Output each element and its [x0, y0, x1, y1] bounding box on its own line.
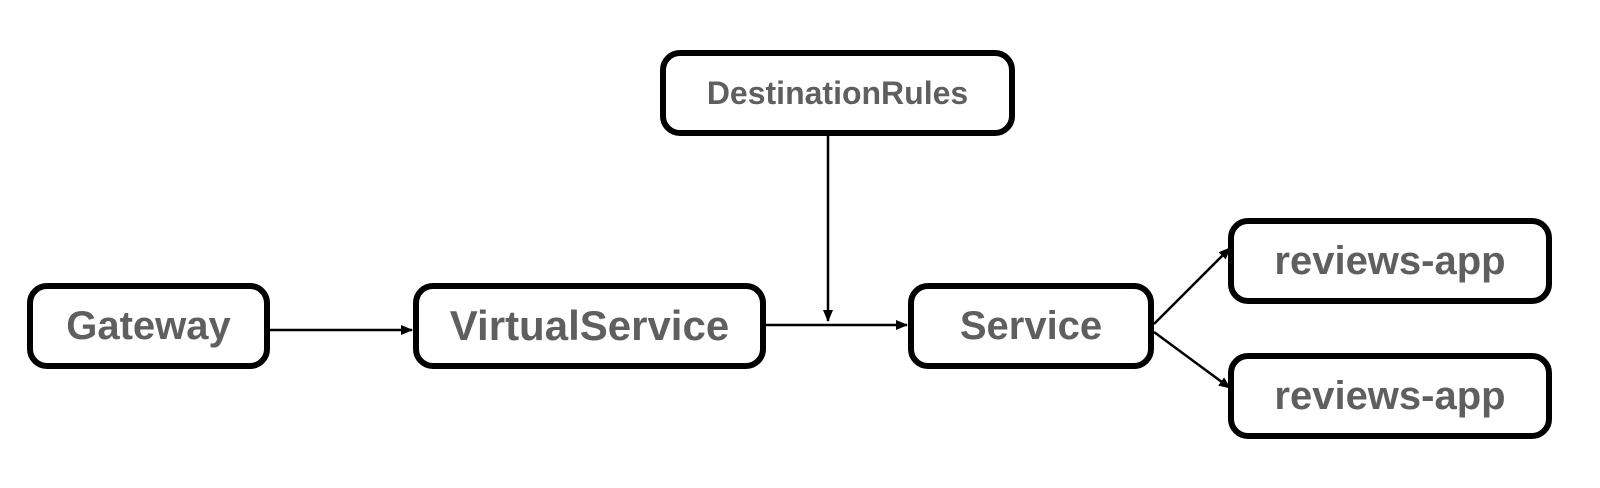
edge-service-to-reviews-app-2 — [1153, 330, 1231, 390]
service-node: Service — [908, 283, 1154, 369]
destinationrules-label: DestinationRules — [706, 74, 969, 111]
reviews-app-label-2: reviews-app — [1274, 373, 1506, 418]
virtualservice-node: VirtualService — [413, 283, 766, 369]
gateway-label: Gateway — [66, 303, 231, 348]
service-label: Service — [959, 303, 1103, 348]
reviews-app-node-2: reviews-app — [1228, 353, 1552, 439]
gateway-node: Gateway — [27, 283, 270, 369]
reviews-app-node-1: reviews-app — [1228, 218, 1552, 304]
reviews-app-label-1: reviews-app — [1274, 238, 1506, 283]
virtualservice-label: VirtualService — [449, 302, 730, 349]
destinationrules-node: DestinationRules — [660, 50, 1015, 136]
edge-service-to-reviews-app-1 — [1153, 247, 1231, 325]
